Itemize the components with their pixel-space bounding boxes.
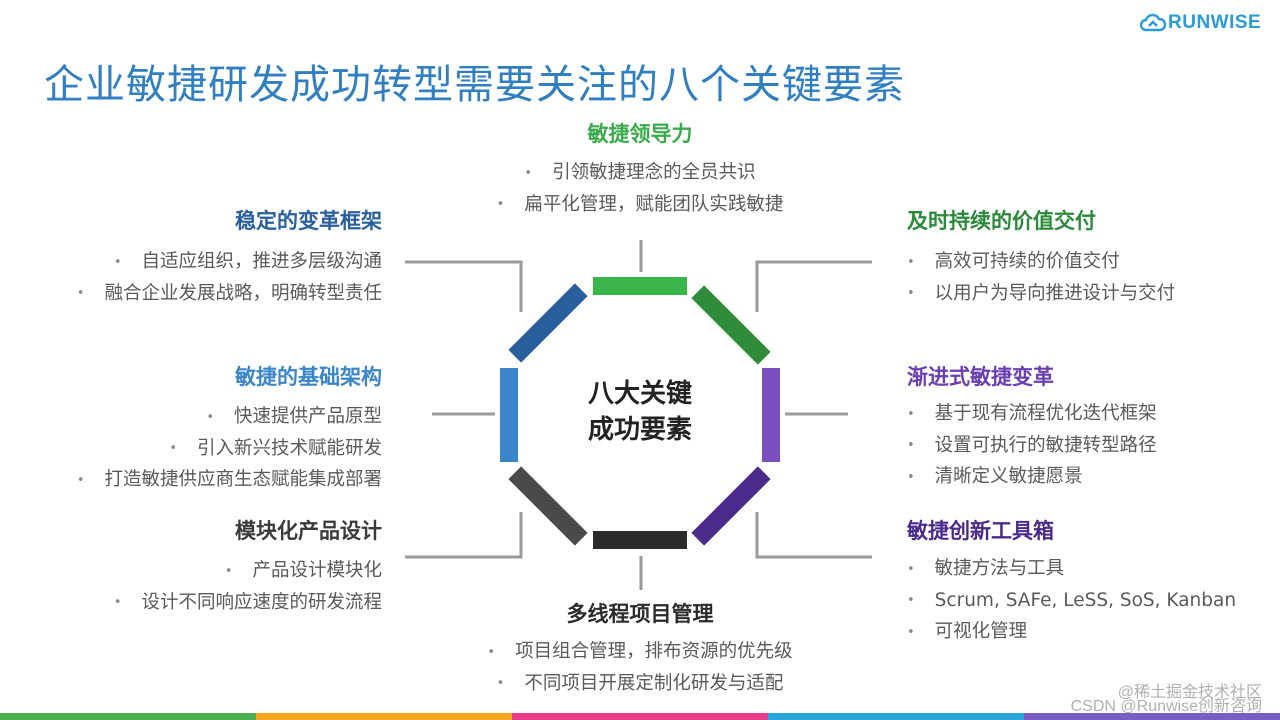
heading-value-delivery: 及时持续的价值交付 [907, 209, 1096, 233]
list-item: •设置可执行的敏捷转型路径 [907, 434, 1157, 456]
list-item: •打造敏捷供应商生态赋能集成部署 [76, 469, 382, 490]
heading-leadership: 敏捷领导力 [587, 122, 693, 146]
segment-top-right [691, 285, 771, 365]
connector-bottom-right [755, 512, 872, 559]
bullet-icon: • [487, 644, 496, 660]
bullet-icon: • [907, 561, 915, 577]
bullet-icon: • [907, 593, 915, 608]
list-item: •自适应组织，推进多层级沟通 [113, 251, 382, 272]
list-infrastructure: •快速提供产品原型 •引入新兴技术赋能研发 •打造敏捷供应商生态赋能集成部署 [20, 401, 382, 496]
page-title: 企业敏捷研发成功转型需要关注的八个关键要素 [44, 62, 905, 108]
list-item: •可视化管理 [907, 621, 1028, 642]
bullet-icon: • [907, 254, 915, 270]
logo-text: RUNWISE [1168, 12, 1262, 33]
bottom-color-bar [0, 713, 1280, 720]
center-label-line1: 八大关键 [587, 379, 692, 409]
cloud-logo-icon [1140, 13, 1166, 32]
bar-segment [0, 713, 256, 720]
bullet-icon: • [524, 165, 533, 181]
list-item: •引入新兴技术赋能研发 [169, 437, 382, 459]
watermark-line1: @稀土掘金技术社区 [1117, 684, 1262, 701]
list-item: •项目组合管理，排布资源的优先级 [487, 641, 793, 662]
segment-bottom-right [691, 466, 771, 546]
bullet-icon: • [907, 438, 915, 453]
bar-segment [1024, 713, 1280, 720]
list-item: •敏捷方法与工具 [907, 558, 1065, 579]
center-label: 八大关键 成功要素 [560, 376, 720, 448]
connector-top-right [755, 260, 872, 312]
list-item: •清晰定义敏捷愿景 [907, 466, 1083, 487]
heading-infrastructure: 敏捷的基础架构 [235, 365, 382, 389]
list-multithread: •项目组合管理，排布资源的优先级 •不同项目开展定制化研发与适配 [440, 636, 840, 699]
list-item: •Scrum, SAFe, LeSS, SoS, Kanban [907, 589, 1237, 611]
octagon-segments [500, 277, 780, 549]
segment-top-left [508, 283, 588, 363]
list-framework: •自适应组织，推进多层级沟通 •融合企业发展战略，明确转型责任 [20, 246, 382, 309]
bar-segment [512, 713, 768, 720]
bullet-icon: • [907, 469, 915, 485]
bullet-icon: • [496, 197, 505, 212]
bullet-icon: • [113, 254, 122, 270]
list-item: •引领敏捷理念的全员共识 [524, 162, 756, 183]
segment-bottom-left [508, 466, 588, 546]
bullet-icon: • [76, 472, 85, 488]
bullet-icon: • [206, 409, 214, 425]
list-item: •产品设计模块化 [224, 560, 382, 581]
list-item: •快速提供产品原型 [206, 406, 382, 427]
segment-right [762, 368, 780, 462]
bullet-icon: • [907, 624, 915, 640]
list-modular: •产品设计模块化 •设计不同响应速度的研发流程 [20, 555, 382, 618]
list-toolbox: •敏捷方法与工具 •Scrum, SAFe, LeSS, SoS, Kanban… [907, 553, 1236, 648]
list-item: •以用户为导向推进设计与交付 [907, 282, 1176, 304]
connector-bottom-left [405, 512, 523, 559]
connector-top-left [405, 260, 523, 312]
brand-logo: RUNWISE [1140, 12, 1261, 34]
bullet-icon: • [907, 286, 915, 301]
list-item: •扁平化管理，赋能团队实践敏捷 [496, 193, 784, 215]
list-transformation: •基于现有流程优化迭代框架 •设置可执行的敏捷转型路径 •清晰定义敏捷愿景 [907, 398, 1157, 493]
heading-toolbox: 敏捷创新工具箱 [907, 519, 1054, 543]
center-label-line2: 成功要素 [587, 415, 692, 445]
bullet-icon: • [76, 286, 85, 301]
bullet-icon: • [907, 406, 915, 422]
list-item: •不同项目开展定制化研发与适配 [496, 672, 784, 694]
bullet-icon: • [224, 563, 233, 579]
bullet-icon: • [169, 441, 177, 456]
watermark-line2: CSDN @Runwise创新咨询 [1070, 698, 1262, 715]
heading-transformation: 渐进式敏捷变革 [907, 365, 1054, 389]
bar-segment [768, 713, 1024, 720]
heading-modular: 模块化产品设计 [235, 519, 382, 543]
bar-segment [256, 713, 512, 720]
segment-top [593, 277, 687, 295]
list-item: •高效可持续的价值交付 [907, 251, 1120, 272]
list-leadership: •引领敏捷理念的全员共识 •扁平化管理，赋能团队实践敏捷 [470, 157, 810, 220]
connector-lines [405, 240, 872, 590]
list-item: •融合企业发展战略，明确转型责任 [76, 282, 382, 304]
list-value-delivery: •高效可持续的价值交付 •以用户为导向推进设计与交付 [907, 246, 1175, 309]
segment-bottom [593, 531, 687, 549]
heading-multithread: 多线程项目管理 [566, 602, 714, 626]
heading-framework: 稳定的变革框架 [235, 209, 382, 233]
segment-left [500, 368, 518, 462]
bullet-icon: • [496, 676, 505, 691]
list-item: •设计不同响应速度的研发流程 [113, 591, 382, 613]
bullet-icon: • [113, 595, 122, 610]
list-item: •基于现有流程优化迭代框架 [907, 403, 1157, 424]
